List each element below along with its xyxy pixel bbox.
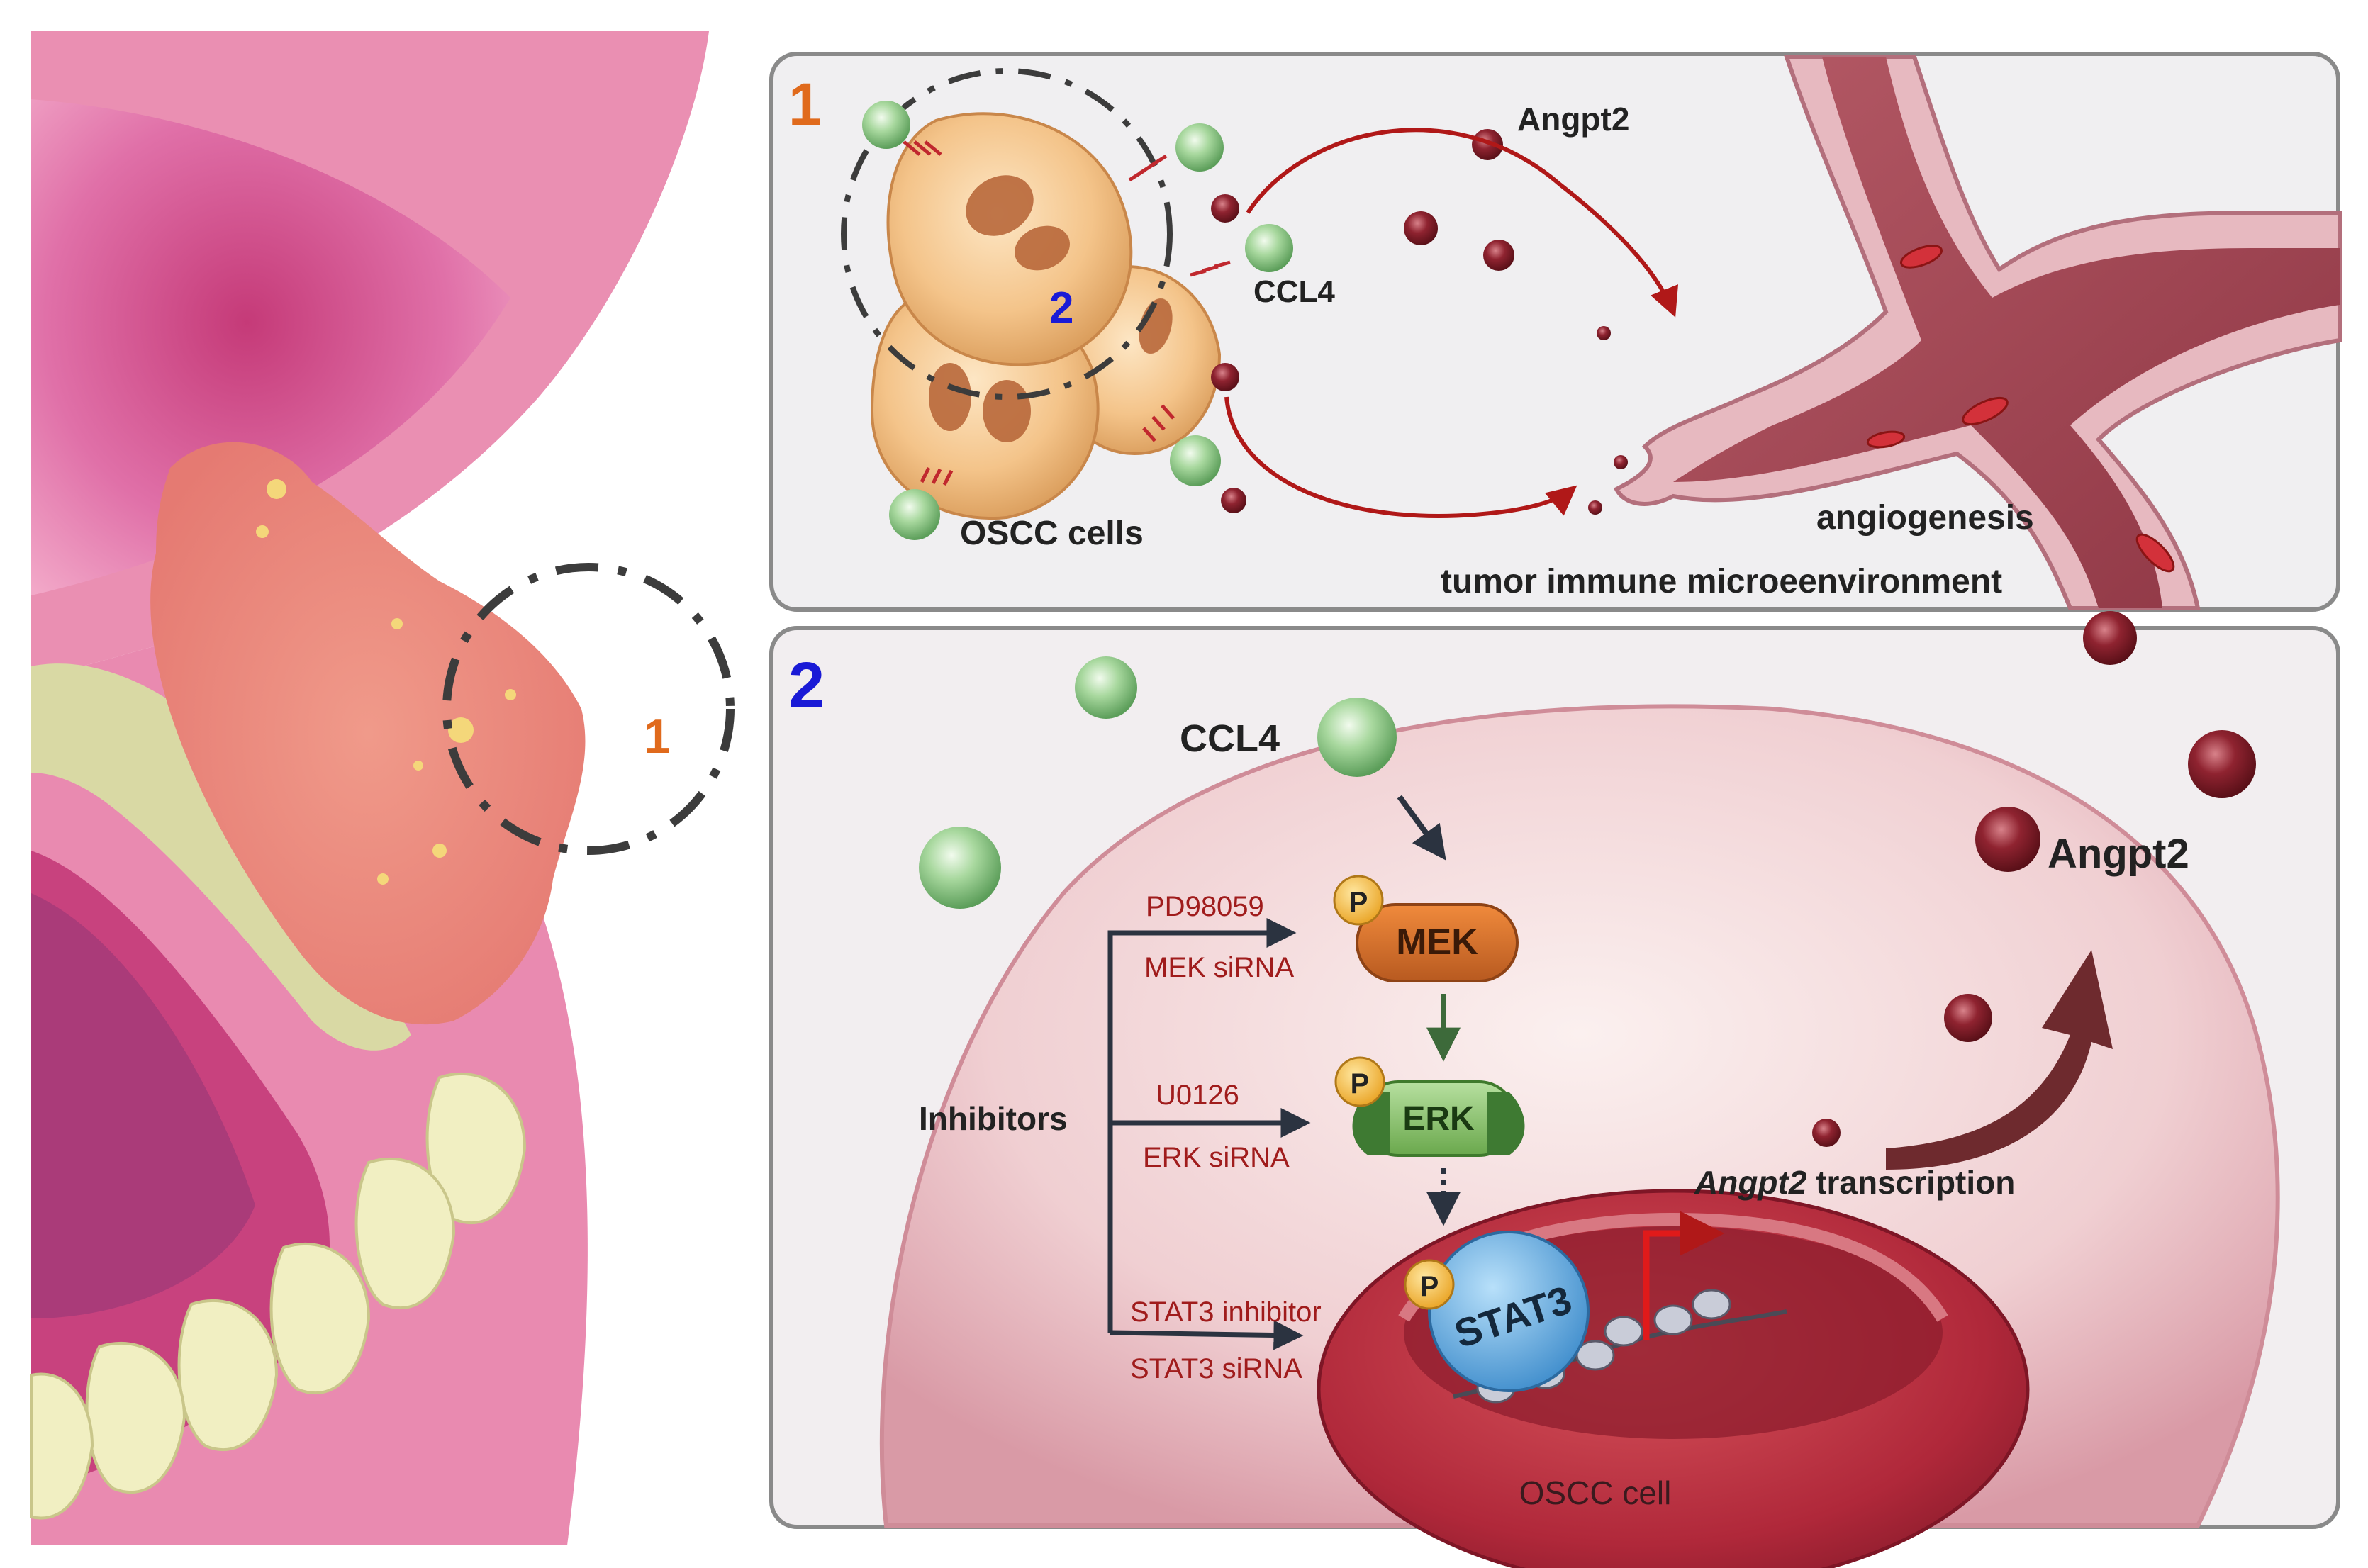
nucleosome <box>1604 1316 1643 1347</box>
label-oscc-cell: OSCC cell <box>1519 1474 1672 1511</box>
label-ccl4-panel-1: CCL4 <box>1253 274 1335 309</box>
tumor-speckles <box>256 479 516 885</box>
ccl4-particle <box>1170 435 1221 486</box>
mek-protein: MEK P <box>1333 875 1519 982</box>
ccl4-particle <box>1075 656 1137 719</box>
angpt2-particle <box>1221 488 1246 513</box>
transcription-word: transcription <box>1806 1164 2015 1201</box>
angpt2-particle <box>1211 194 1239 223</box>
secretion-arrow-lower <box>1224 396 1577 518</box>
label-angpt2-transcription: Angpt2 transcription <box>1694 1164 2015 1201</box>
transcription-gene-name: Angpt2 <box>1694 1164 1807 1201</box>
phospho-label-erk: P <box>1351 1068 1370 1099</box>
phospho-label-stat3: P <box>1420 1271 1439 1302</box>
angpt2-particle <box>2083 611 2137 665</box>
mek-label: MEK <box>1396 922 1478 963</box>
oscc-cell <box>886 112 1133 366</box>
label-pd98059: PD98059 <box>1146 891 1264 922</box>
angpt2-particle <box>1404 211 1438 245</box>
label-angpt2-panel-1: Angpt2 <box>1517 101 1629 138</box>
angpt2-particles-panel-1 <box>1211 129 1628 515</box>
ccl4-particle <box>919 827 1001 909</box>
mouth-illustration: 1 <box>30 31 740 1546</box>
label-u0126: U0126 <box>1156 1080 1239 1111</box>
panel-1: 1 2 <box>769 52 2342 612</box>
callout-circle-1: 1 <box>442 563 735 855</box>
receptor-arrows <box>903 140 1231 486</box>
angpt2-particles-panel-2 <box>1812 611 2256 1147</box>
erk-protein: ERK P <box>1334 1056 1525 1157</box>
label-mek-sirna: MEK siRNA <box>1144 952 1294 983</box>
angpt2-particle <box>1483 240 1514 271</box>
label-stat3-inhibitor: STAT3 inhibitor <box>1130 1297 1322 1328</box>
arrow-ccl4-to-mek <box>1397 795 1446 861</box>
secretion-arrow-upper <box>1246 128 1679 318</box>
ccl4-particle <box>862 101 910 149</box>
ccl4-particle <box>1245 224 1293 272</box>
callout-number-2: 2 <box>1049 284 1073 332</box>
tooth <box>177 1299 279 1451</box>
transcription-start-arrow <box>1643 1211 1725 1340</box>
ccl4-particle-bound <box>1317 698 1397 777</box>
nucleosome <box>1692 1289 1731 1320</box>
inhibitor-bracket <box>1107 918 1311 1350</box>
angpt2-particle <box>1614 455 1628 469</box>
angpt2-particle <box>1812 1119 1841 1147</box>
phospho-badge-erk <box>1334 1056 1385 1107</box>
angpt2-particle <box>1472 129 1503 160</box>
tumor-lesion <box>150 442 586 1025</box>
tooth <box>30 1372 94 1520</box>
angpt2-particle <box>1211 363 1239 391</box>
tongue <box>31 893 255 1318</box>
secretion-arrow-big <box>1886 950 2113 1170</box>
angpt2-particle <box>1944 994 1992 1042</box>
phospho-label-mek: P <box>1349 887 1368 918</box>
tooth <box>269 1243 371 1394</box>
oscc-cell-cluster: 2 <box>841 68 1231 520</box>
panel-2: 2 CCL4 <box>769 611 2340 1568</box>
angpt2-particle <box>1975 807 2040 872</box>
label-ccl4-panel-2: CCL4 <box>1180 717 1280 760</box>
phospho-badge-stat3 <box>1404 1259 1455 1310</box>
stat3-protein: STAT3 P <box>1404 1231 1590 1392</box>
angpt2-particle <box>1588 500 1602 515</box>
blood-vessel <box>1613 55 2342 610</box>
label-angiogenesis: angiogenesis <box>1816 499 2034 537</box>
label-angpt2-panel-2: Angpt2 <box>2048 831 2189 877</box>
tooth <box>354 1158 456 1309</box>
angpt2-particle <box>2188 730 2256 798</box>
red-blood-cells <box>1866 245 2175 573</box>
label-stat3-sirna: STAT3 siRNA <box>1130 1353 1302 1384</box>
erk-label: ERK <box>1402 1100 1475 1138</box>
phospho-badge-mek <box>1333 875 1384 926</box>
callout-circle-2: 2 <box>841 68 1173 400</box>
nucleosome <box>1653 1304 1693 1335</box>
callout-number-1: 1 <box>644 710 671 763</box>
panel-1-number: 1 <box>788 71 822 138</box>
label-oscc-cells: OSCC cells <box>960 515 1144 552</box>
nucleosome <box>1575 1340 1615 1371</box>
ccl4-particles-panel-1 <box>862 101 1293 540</box>
label-inhibitors: Inhibitors <box>919 1100 1068 1137</box>
ccl4-particles-panel-2 <box>919 656 1397 909</box>
teeth <box>30 1073 527 1520</box>
vessel-lumen <box>1673 57 2340 608</box>
palate <box>31 99 510 595</box>
tooth <box>425 1073 527 1224</box>
ccl4-particle <box>1175 123 1224 172</box>
label-tumor-immune-microenvironment: tumor immune microeenvironment <box>1441 563 2002 600</box>
panel-2-number: 2 <box>788 649 825 722</box>
label-erk-sirna: ERK siRNA <box>1143 1142 1290 1173</box>
angpt2-particle <box>1597 326 1611 340</box>
ccl4-particle <box>889 489 940 540</box>
